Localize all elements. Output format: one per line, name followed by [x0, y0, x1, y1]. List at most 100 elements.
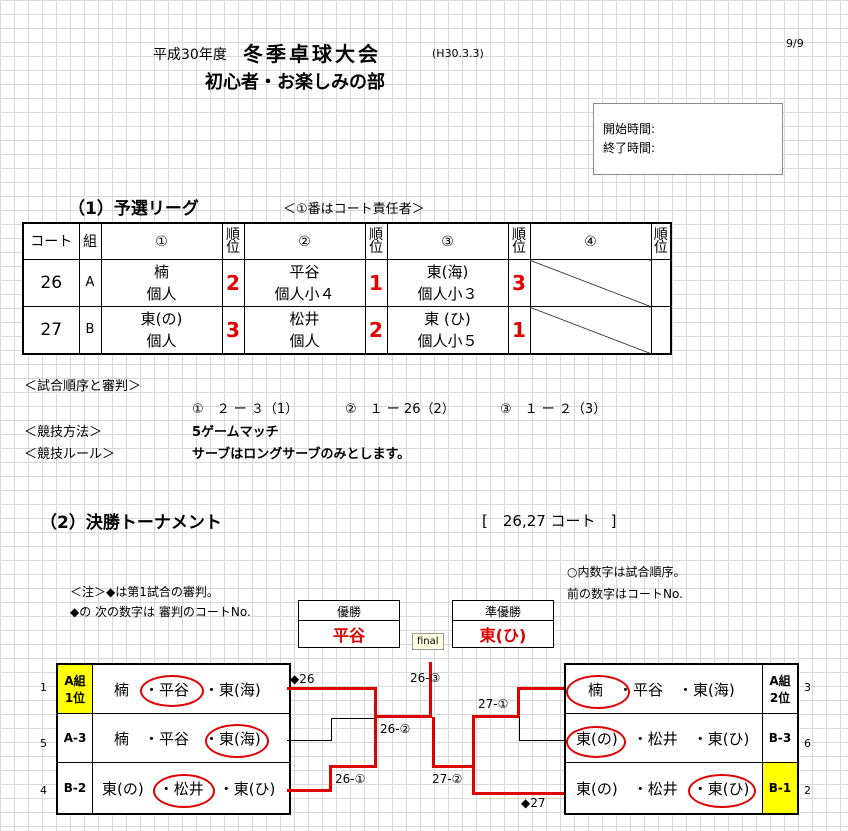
seed-cell: B-3 — [762, 714, 797, 763]
player-cell: 東(海) 個人小３ — [386, 259, 509, 307]
player-name: 東 (ひ) — [424, 309, 471, 328]
winner-oval — [566, 675, 630, 709]
note-left-2: ◆の 次の数字は 審判のコートNo. — [70, 605, 251, 619]
player-name: 楠 — [153, 263, 169, 281]
winner-oval — [688, 774, 756, 808]
runner-up-box: 準優勝 東(ひ) — [452, 600, 554, 648]
row-number: 4 — [40, 784, 47, 797]
rank-cell: 3 — [221, 306, 245, 354]
player-cell: 東 (ひ) 個人小５ — [386, 306, 509, 354]
league-note: ＜①番はコート責任者＞ — [283, 202, 425, 217]
empty-rank-cell — [650, 259, 672, 307]
row-number: 1 — [40, 681, 47, 694]
seed-line-1: A組 — [64, 674, 86, 688]
player-cell: 東(の) 個人 — [100, 306, 223, 354]
runner-up-value: 東(ひ) — [479, 626, 527, 645]
empty-player-cell — [529, 306, 652, 354]
note-right-2: 前の数字はコートNo. — [567, 587, 683, 601]
table-row: 26 A 楠個人 2 平谷個人小４ 1 東(海) 個人小３ 3 — [22, 259, 672, 307]
header-p2: ② — [243, 222, 366, 260]
seed-cell: A組 1位 — [58, 665, 93, 714]
match-label: 26-③ — [410, 671, 441, 685]
match-label: 26-① — [335, 772, 366, 786]
referee-mark-27: ◆27 — [521, 796, 546, 810]
header-p4: ④ — [529, 222, 652, 260]
rank-cell: 2 — [364, 306, 388, 354]
rule-value: サーブはロングサーブのみとします。 — [192, 447, 411, 462]
winner-label: 優勝 — [299, 603, 399, 621]
order-1: ① ２ ー ３（1） — [192, 402, 299, 417]
page-number: 9/9 — [786, 37, 804, 50]
court-cell: 27 — [22, 306, 80, 354]
winner-oval — [566, 726, 626, 758]
winner-box: 優勝 平谷 — [298, 600, 400, 648]
group-cell: B — [78, 306, 102, 354]
header-court: コート — [22, 222, 80, 260]
player-class: 個人 — [146, 285, 177, 303]
player-name: 松井 — [289, 309, 320, 328]
note-left-1: ＜注＞◆は第1試合の審判。 — [70, 585, 219, 599]
header-group: 組 — [78, 222, 102, 260]
header-rank-4: 順位 — [650, 222, 672, 260]
method-label: ＜競技方法＞ — [24, 425, 103, 440]
empty-rank-cell — [650, 306, 672, 354]
header-rank-1: 順位 — [221, 222, 245, 260]
row-number: 6 — [804, 737, 811, 750]
era-label: 平成30年度 — [153, 47, 227, 63]
end-time-label: 終了時間: — [603, 141, 656, 155]
seed-cell: A組 2位 — [762, 665, 797, 714]
page-title: 冬季卓球大会 — [243, 42, 381, 66]
row-number: 2 — [804, 784, 811, 797]
match-label: 27-① — [478, 697, 509, 711]
league-header-row: コート 組 ① 順位 ② 順位 ③ 順位 ④ 順位 — [22, 222, 672, 260]
match-label: 27-② — [432, 772, 463, 786]
order-label: ＜試合順序と審判＞ — [24, 379, 142, 394]
seed-line-1: A-3 — [63, 731, 87, 745]
player-class: 個人 — [146, 331, 177, 350]
referee-mark-26: ◆26 — [290, 672, 315, 686]
page-subtitle: 初心者・お楽しみの部 — [205, 72, 385, 93]
tournament-heading: （2）決勝トーナメント — [40, 513, 222, 533]
table-row: 27 B 東(の) 個人 3 松井個人 2 東 (ひ) 個人小５ 1 — [22, 306, 672, 354]
rank-cell: 1 — [507, 306, 531, 354]
player-name: 東(海) — [426, 263, 469, 281]
player-cell: 楠個人 — [100, 259, 223, 307]
winner-value: 平谷 — [332, 626, 365, 645]
order-2: ② １ ー 26（2） — [345, 402, 455, 417]
group-cell: A — [78, 259, 102, 307]
player-cell: 平谷個人小４ — [243, 259, 366, 307]
method-value: 5ゲームマッチ — [192, 425, 279, 440]
seed-line-1: A組 — [769, 674, 791, 688]
player-class: 個人 — [289, 331, 320, 350]
winner-oval — [140, 675, 204, 707]
start-time-label: 開始時間: — [603, 122, 656, 136]
player-name: 東(の) — [140, 309, 183, 328]
rank-cell: 3 — [507, 259, 531, 307]
time-box: 開始時間: 終了時間: — [593, 103, 783, 175]
seed-line-2: 1位 — [64, 691, 86, 705]
rank-cell: 1 — [364, 259, 388, 307]
winner-oval — [205, 724, 269, 758]
date-label: (H30.3.3) — [432, 47, 484, 60]
tournament-courts: [ 26,27 コート ] — [482, 512, 617, 530]
player-name: 平谷 — [289, 263, 320, 281]
player-class: 個人小４ — [274, 285, 335, 303]
header-rank-3: 順位 — [507, 222, 531, 260]
court-cell: 26 — [22, 259, 80, 307]
header-rank-2: 順位 — [364, 222, 388, 260]
player-cell: 松井個人 — [243, 306, 366, 354]
rank-cell: 2 — [221, 259, 245, 307]
empty-player-cell — [529, 259, 652, 307]
header-p1: ① — [100, 222, 223, 260]
winner-oval — [153, 774, 215, 808]
league-heading: （1）予選リーグ — [68, 199, 199, 219]
runner-up-label: 準優勝 — [453, 603, 553, 621]
order-3: ③ １ ー ２（3） — [500, 402, 607, 417]
rule-label: ＜競技ルール＞ — [24, 447, 116, 462]
seed-line-1: B-3 — [768, 731, 792, 745]
match-label: 26-② — [380, 722, 411, 736]
seed-line-1: B-2 — [63, 781, 87, 795]
seed-line-2: 2位 — [769, 691, 791, 705]
player-class: 個人小３ — [417, 285, 478, 303]
player-class: 個人小５ — [417, 331, 478, 350]
